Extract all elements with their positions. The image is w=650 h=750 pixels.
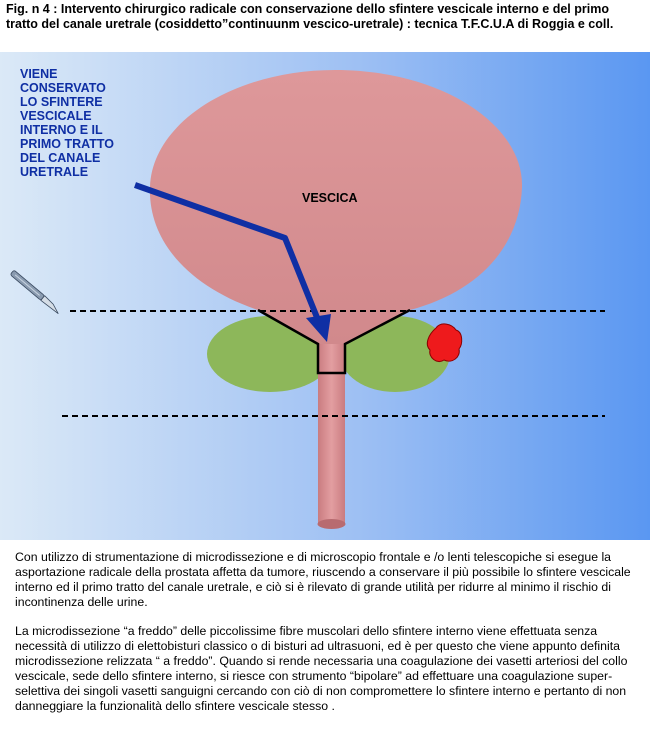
bladder — [149, 70, 523, 344]
figure-caption-title: Fig. n 4 : Intervento chirurgico radical… — [6, 2, 614, 31]
prostate-right-lobe — [340, 316, 450, 392]
callout-arrow — [134, 182, 331, 342]
urethra-end — [317, 519, 346, 529]
urethra — [318, 344, 345, 524]
callout-label: VIENE CONSERVATO LO SFINTERE VESCICALE I… — [20, 67, 114, 179]
description-paragraph-1: Con utilizzo di strumentazione di microd… — [15, 550, 631, 609]
scalpel-icon — [10, 270, 59, 315]
tumor-blob-icon — [426, 323, 463, 363]
surgical-diagram — [0, 52, 650, 540]
bladder-label: VESCICA — [302, 191, 358, 205]
description-text: Con utilizzo di strumentazione di microd… — [15, 550, 643, 728]
sphincter-outline — [257, 308, 411, 375]
description-paragraph-2: La microdissezione “a freddo” delle picc… — [15, 624, 628, 713]
